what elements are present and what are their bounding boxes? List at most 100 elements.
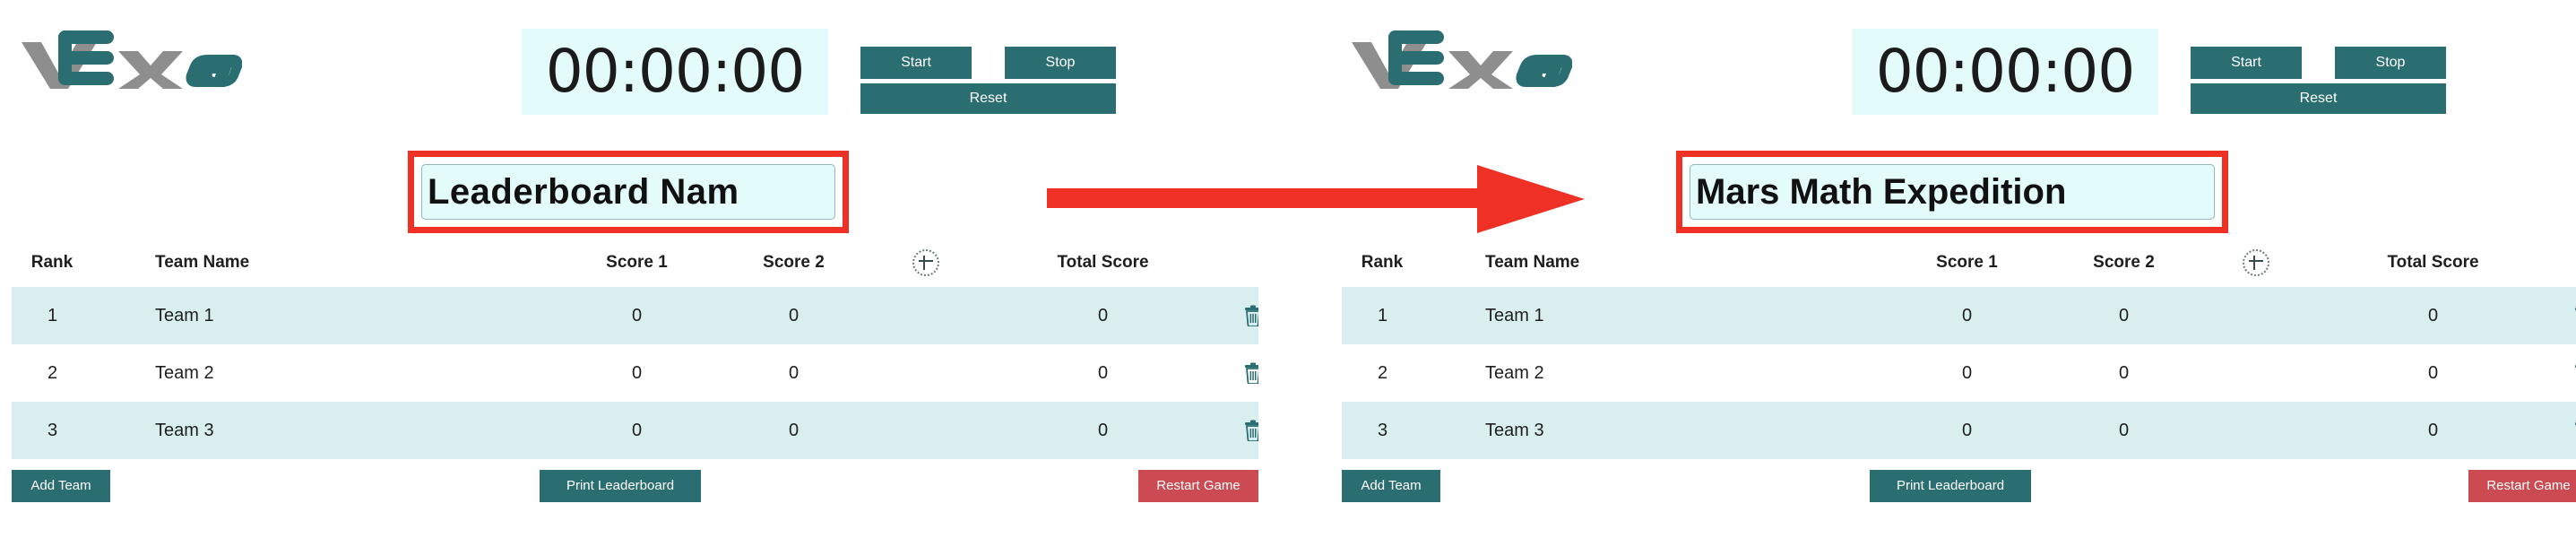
cell-spacer: [2202, 402, 2310, 459]
cell-spacer: [872, 287, 980, 344]
cell-rank: 3: [1342, 402, 1439, 459]
add-team-button[interactable]: Add Team: [12, 470, 110, 502]
add-score-column-cell: [872, 242, 980, 287]
leaderboard-name-highlight-before: [408, 151, 849, 233]
restart-game-button[interactable]: Restart Game: [1138, 470, 1258, 502]
cell-total: 0: [980, 287, 1226, 344]
panel-footer: Add Team Print Leaderboard Restart Game: [1330, 470, 2576, 524]
cell-score2[interactable]: 0: [715, 402, 872, 459]
right-arrow-annotation: [1047, 165, 1585, 233]
delete-team-icon[interactable]: [1243, 420, 1258, 442]
cell-actions: [2556, 287, 2576, 344]
cell-total: 0: [2310, 344, 2556, 402]
timer-value: 00:00:00: [545, 37, 805, 106]
header-team-name: Team Name: [1439, 242, 1889, 287]
leaderboard-name-highlight-after: [1676, 151, 2228, 233]
header-actions: [1226, 242, 1258, 287]
leaderboard-name-input[interactable]: [421, 164, 835, 220]
cell-total: 0: [2310, 402, 2556, 459]
header-actions: [2556, 242, 2576, 287]
table-row: 3 Team 3 0 0 0: [1342, 402, 2576, 459]
cell-score1[interactable]: 0: [1889, 344, 2045, 402]
delete-team-icon[interactable]: [1243, 362, 1258, 385]
header-rank: Rank: [1342, 242, 1439, 287]
header-total-score: Total Score: [2310, 242, 2556, 287]
header-total-score: Total Score: [980, 242, 1226, 287]
stop-timer-button[interactable]: Stop: [1005, 47, 1116, 79]
leaderboard-table: Rank Team Name Score 1 Score 2 Total Sco…: [1342, 242, 2576, 459]
print-leaderboard-button[interactable]: Print Leaderboard: [540, 470, 701, 502]
cell-score1[interactable]: 0: [1889, 287, 2045, 344]
table-row: 2 Team 2 0 0 0: [12, 344, 1258, 402]
table-header-row: Rank Team Name Score 1 Score 2 Total Sco…: [1342, 242, 2576, 287]
cell-spacer: [872, 344, 980, 402]
cell-team[interactable]: Team 3: [1439, 402, 1889, 459]
cell-total: 0: [980, 402, 1226, 459]
timer-controls: Start Stop Reset: [2191, 47, 2446, 114]
table-row: 3 Team 3 0 0 0: [12, 402, 1258, 459]
cell-team[interactable]: Team 2: [108, 344, 558, 402]
print-leaderboard-button[interactable]: Print Leaderboard: [1870, 470, 2031, 502]
vex-go-logo: [18, 20, 242, 91]
cell-score2[interactable]: 0: [2045, 344, 2202, 402]
timer-display: 00:00:00: [522, 29, 828, 115]
restart-game-button[interactable]: Restart Game: [2468, 470, 2576, 502]
plus-icon[interactable]: [2243, 249, 2269, 276]
cell-team[interactable]: Team 1: [1439, 287, 1889, 344]
cell-team[interactable]: Team 1: [108, 287, 558, 344]
header-team-name: Team Name: [108, 242, 558, 287]
add-score-column-cell: [2202, 242, 2310, 287]
reset-timer-button[interactable]: Reset: [2191, 83, 2446, 114]
table-row: 2 Team 2 0 0 0: [1342, 344, 2576, 402]
cell-spacer: [2202, 287, 2310, 344]
cell-score2[interactable]: 0: [715, 344, 872, 402]
panel-header: 00:00:00 Start Stop Reset: [1330, 0, 2576, 143]
header-rank: Rank: [12, 242, 108, 287]
cell-rank: 1: [1342, 287, 1439, 344]
leaderboard-name-input[interactable]: [1690, 164, 2215, 220]
cell-actions: [2556, 402, 2576, 459]
vex-go-logo: [1348, 20, 1572, 91]
leaderboard-table: Rank Team Name Score 1 Score 2 Total Sco…: [12, 242, 1258, 459]
cell-actions: [1226, 287, 1258, 344]
cell-actions: [1226, 344, 1258, 402]
table-row: 1 Team 1 0 0 0: [1342, 287, 2576, 344]
leaderboard-panel-before: 00:00:00 Start Stop Reset Rank Team Name…: [0, 0, 1258, 547]
cell-actions: [2556, 344, 2576, 402]
cell-score2[interactable]: 0: [715, 287, 872, 344]
cell-score1[interactable]: 0: [558, 402, 715, 459]
stop-timer-button[interactable]: Stop: [2335, 47, 2446, 79]
header-score-2: Score 2: [2045, 242, 2202, 287]
panel-header: 00:00:00 Start Stop Reset: [0, 0, 1258, 143]
cell-rank: 1: [12, 287, 108, 344]
leaderboard-panel-after: 00:00:00 Start Stop Reset Rank Team Name…: [1330, 0, 2576, 547]
header-score-1: Score 1: [558, 242, 715, 287]
header-score-1: Score 1: [1889, 242, 2045, 287]
cell-total: 0: [980, 344, 1226, 402]
cell-total: 0: [2310, 287, 2556, 344]
cell-score1[interactable]: 0: [558, 287, 715, 344]
reset-timer-button[interactable]: Reset: [860, 83, 1116, 114]
cell-spacer: [2202, 344, 2310, 402]
panel-footer: Add Team Print Leaderboard Restart Game: [0, 470, 1258, 524]
cell-rank: 2: [1342, 344, 1439, 402]
delete-team-icon[interactable]: [1243, 305, 1258, 327]
plus-icon[interactable]: [912, 249, 939, 276]
start-timer-button[interactable]: Start: [860, 47, 972, 79]
cell-score2[interactable]: 0: [2045, 402, 2202, 459]
table-header-row: Rank Team Name Score 1 Score 2 Total Sco…: [12, 242, 1258, 287]
timer-value: 00:00:00: [1875, 37, 2135, 106]
start-timer-button[interactable]: Start: [2191, 47, 2302, 79]
cell-score1[interactable]: 0: [558, 344, 715, 402]
cell-score1[interactable]: 0: [1889, 402, 2045, 459]
table-row: 1 Team 1 0 0 0: [12, 287, 1258, 344]
timer-display: 00:00:00: [1852, 29, 2158, 115]
add-team-button[interactable]: Add Team: [1342, 470, 1440, 502]
cell-team[interactable]: Team 3: [108, 402, 558, 459]
cell-spacer: [872, 402, 980, 459]
cell-actions: [1226, 402, 1258, 459]
cell-team[interactable]: Team 2: [1439, 344, 1889, 402]
cell-score2[interactable]: 0: [2045, 287, 2202, 344]
header-score-2: Score 2: [715, 242, 872, 287]
cell-rank: 3: [12, 402, 108, 459]
